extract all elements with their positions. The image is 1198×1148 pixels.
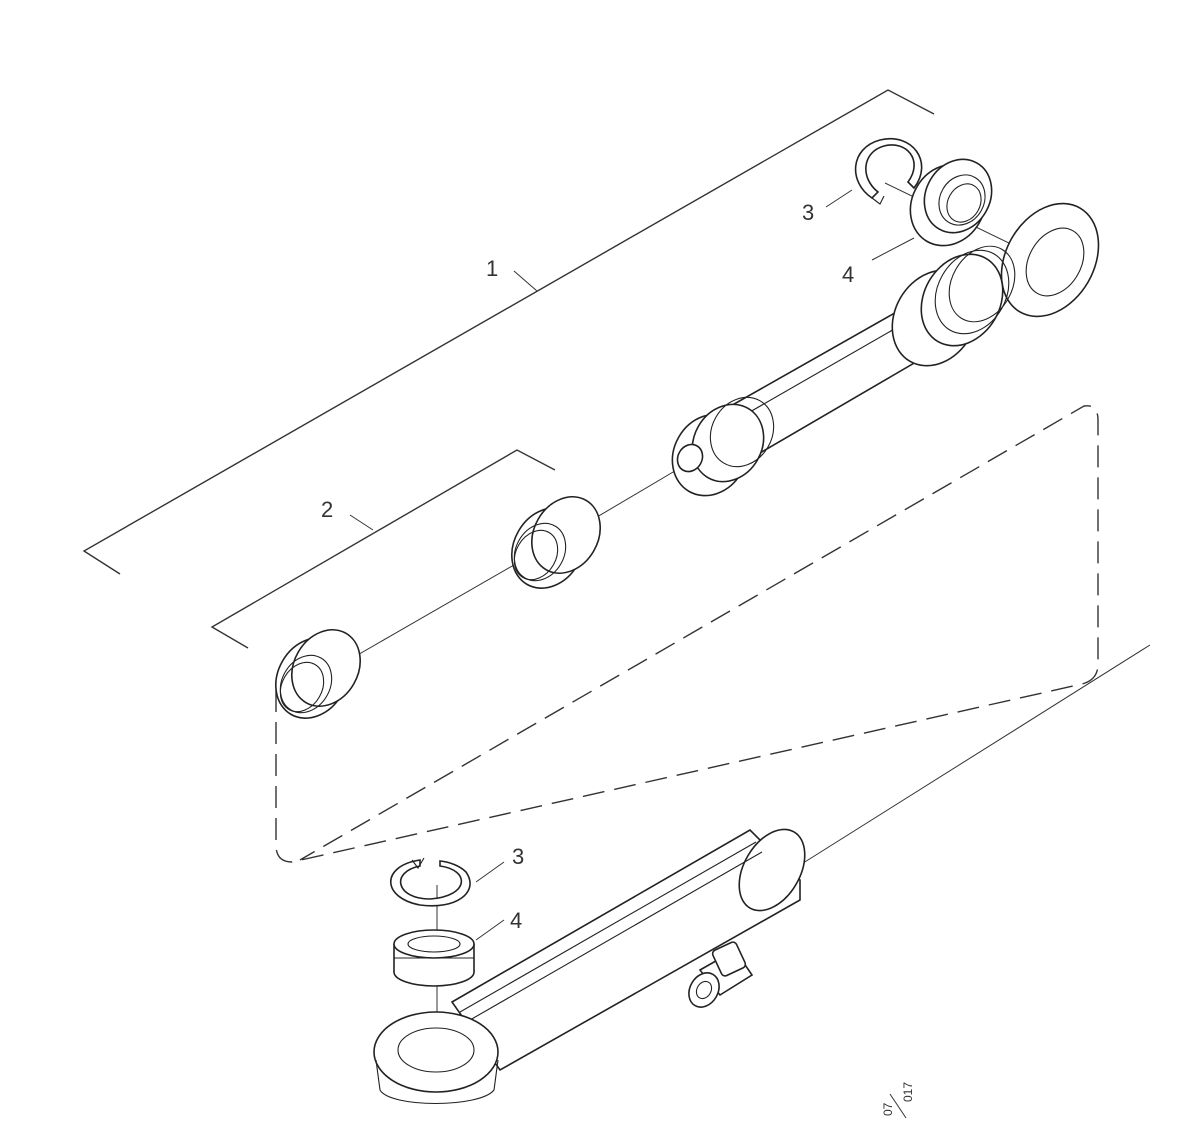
circlip-top [854, 137, 923, 205]
bracket-assembly-1 [82, 89, 935, 575]
document-reference: 07 017 [881, 1082, 915, 1119]
cylinder-barrel [450, 828, 806, 1072]
callout-1: 1 [486, 256, 498, 281]
circlip-bottom [390, 857, 471, 907]
callout-2: 2 [321, 497, 333, 522]
bearing-bottom [393, 929, 475, 987]
gland-head [891, 245, 1016, 367]
callout-4-bottom: 4 [510, 908, 522, 933]
bracket-seal-kit-2 [210, 449, 556, 649]
callout-3-bottom: 3 [512, 844, 524, 869]
bearing-top [909, 158, 993, 247]
callout-4-top: 4 [842, 262, 854, 287]
assembly-path-dashed [275, 405, 1099, 863]
hydraulic-port-fitting [688, 941, 754, 1008]
seal-ring-left [275, 629, 361, 719]
rod-end-eye-top [1000, 202, 1100, 318]
doc-ref-denominator: 017 [901, 1082, 915, 1102]
callout-3-top: 3 [802, 200, 814, 225]
seal-ring-middle [511, 496, 601, 589]
doc-ref-numerator: 07 [881, 1102, 895, 1116]
piston [671, 396, 775, 497]
rod-end-eye-bottom [373, 1011, 499, 1105]
